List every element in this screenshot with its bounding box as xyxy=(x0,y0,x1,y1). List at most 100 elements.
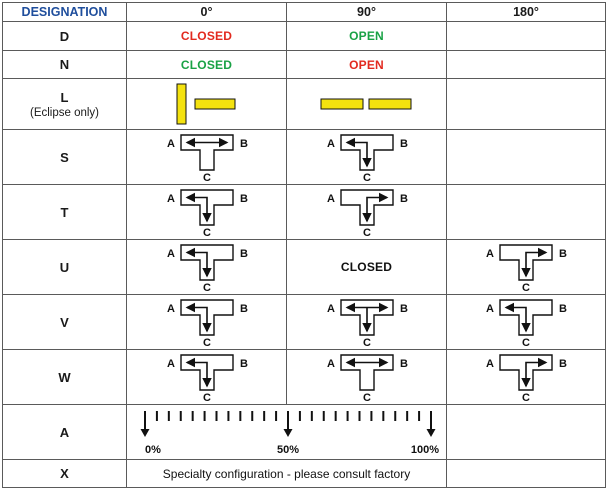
flow-arrow xyxy=(185,192,212,223)
scale-label: 0% xyxy=(145,444,161,456)
designation-s: S xyxy=(2,129,127,185)
header-row: DESIGNATION 0° 90° 180° xyxy=(2,2,606,22)
port-a-label: A xyxy=(486,303,494,315)
state-open: OPEN xyxy=(349,29,384,43)
flow-arrow xyxy=(504,302,531,333)
port-c-label: C xyxy=(203,227,211,239)
port-a-label: A xyxy=(167,358,175,370)
flow-a-b-icon: A B C xyxy=(327,354,408,404)
designation-header: DESIGNATION xyxy=(2,2,127,22)
port-a-label: A xyxy=(167,248,175,260)
state-open: OPEN xyxy=(349,57,384,72)
row-l: L (Eclipse only) xyxy=(2,78,606,130)
port-c-label: C xyxy=(363,392,371,404)
port-c-label: C xyxy=(363,337,371,349)
designation-l: L (Eclipse only) xyxy=(2,78,127,130)
port-a-label: A xyxy=(327,358,335,370)
port-b-label: B xyxy=(400,138,408,150)
specialty-note: Specialty configuration - please consult… xyxy=(162,466,411,481)
valve-body-outline xyxy=(179,134,234,171)
port-a-label: A xyxy=(486,248,494,260)
port-b-label: B xyxy=(400,303,408,315)
row-a: A 0%50%100% xyxy=(2,404,606,460)
port-b-label: B xyxy=(559,358,567,370)
flow-b-c-icon: A B C xyxy=(486,244,567,294)
scale-arrowhead xyxy=(283,429,293,437)
designation-u: U xyxy=(2,239,127,295)
flow-arrow xyxy=(185,302,212,333)
port-b-label: B xyxy=(240,358,248,370)
seal-position-90-icon xyxy=(320,98,411,110)
port-c-label: C xyxy=(203,392,211,404)
cell-x-180 xyxy=(446,459,606,488)
port-b-label: B xyxy=(559,303,567,315)
port-c-label: C xyxy=(203,337,211,349)
cell-d-0: CLOSED xyxy=(126,21,287,51)
designation-d: D xyxy=(2,21,127,51)
port-a-label: A xyxy=(486,358,494,370)
port-b-label: B xyxy=(240,138,248,150)
cell-n-90: OPEN xyxy=(286,50,447,79)
port-b-label: B xyxy=(559,248,567,260)
port-c-label: C xyxy=(522,282,530,294)
flow-a-c-icon: A B C xyxy=(167,299,248,349)
flow-arrow xyxy=(521,247,548,278)
cell-w-0: A B C xyxy=(126,349,287,405)
designation-x: X xyxy=(2,459,127,488)
state-closed: CLOSED xyxy=(180,29,233,43)
modulating-position-scale-icon: 0%50%100% xyxy=(140,411,439,456)
designation-w: W xyxy=(2,349,127,405)
cell-n-180 xyxy=(446,50,606,79)
cell-w-180: A B C xyxy=(446,349,606,405)
cell-u-90: CLOSED xyxy=(286,239,447,295)
cell-l-180 xyxy=(446,78,606,130)
port-c-label: C xyxy=(203,172,211,184)
designation-a: A xyxy=(2,404,127,460)
cell-d-90: OPEN xyxy=(286,21,447,51)
row-x: X Specialty configuration - please consu… xyxy=(2,459,606,488)
scale-label: 50% xyxy=(277,444,299,456)
cell-a-180 xyxy=(446,404,606,460)
state-closed: CLOSED xyxy=(340,260,393,274)
col-0-header: 0° xyxy=(126,2,287,22)
designation-t: T xyxy=(2,184,127,240)
cell-l-0 xyxy=(126,78,287,130)
designation-n: N xyxy=(2,50,127,79)
port-c-label: C xyxy=(522,337,530,349)
port-a-label: A xyxy=(167,193,175,205)
row-w: W A B C A B C A B C xyxy=(2,349,606,405)
port-b-label: B xyxy=(400,358,408,370)
cell-u-180: A B C xyxy=(446,239,606,295)
flow-arrow xyxy=(345,137,372,168)
flow-a-c-icon: A B C xyxy=(486,299,567,349)
port-b-label: B xyxy=(240,303,248,315)
cell-n-0: CLOSED xyxy=(126,50,287,79)
flow-a-c-icon: A B C xyxy=(167,354,248,404)
row-d: D CLOSED OPEN xyxy=(2,21,606,51)
cell-t-0: A B C xyxy=(126,184,287,240)
cell-x-note: Specialty configuration - please consult… xyxy=(126,459,447,488)
port-a-label: A xyxy=(327,193,335,205)
cell-d-180 xyxy=(446,21,606,51)
flow-arrow xyxy=(521,357,548,388)
port-c-label: C xyxy=(522,392,530,404)
port-a-label: A xyxy=(167,303,175,315)
col-180-header: 180° xyxy=(446,2,606,22)
cell-s-180 xyxy=(446,129,606,185)
port-b-label: B xyxy=(240,193,248,205)
designation-l-note: (Eclipse only) xyxy=(29,106,100,119)
flow-a-c-icon: A B C xyxy=(167,189,248,239)
flow-arrow xyxy=(185,357,212,388)
cell-l-90 xyxy=(286,78,447,130)
port-c-label: C xyxy=(363,172,371,184)
flow-arrow xyxy=(185,247,212,278)
